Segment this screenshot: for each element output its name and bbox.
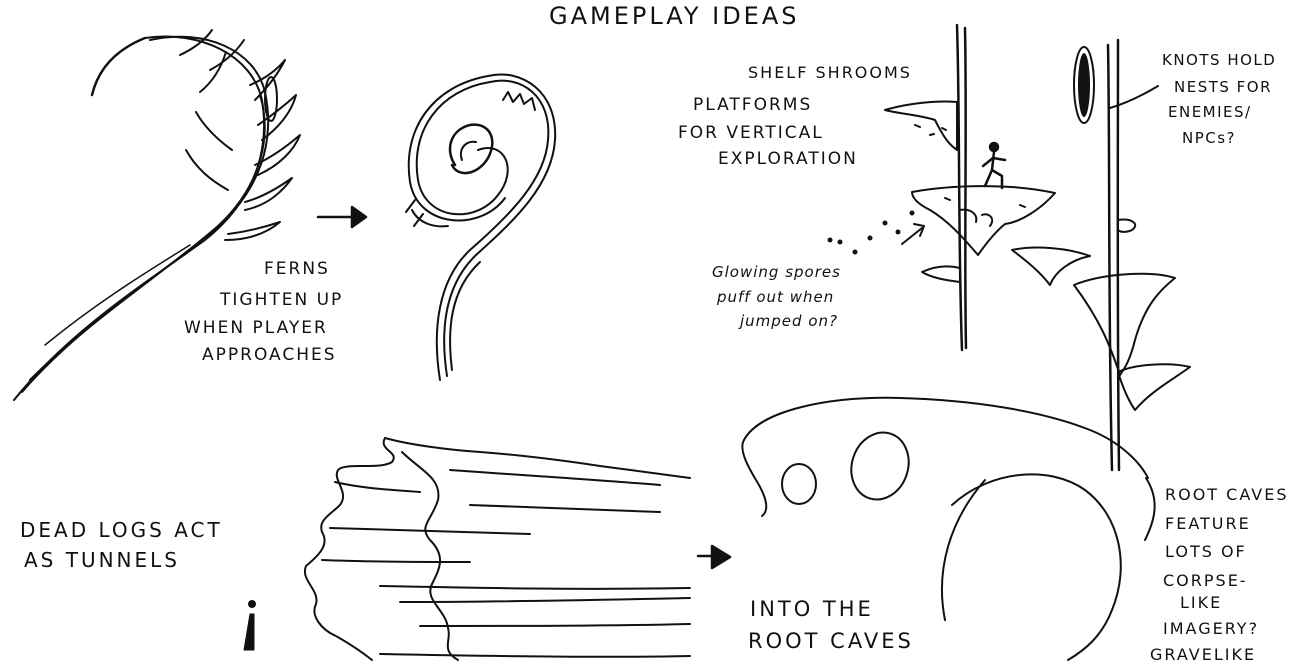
- note-line: AS TUNNELS: [24, 548, 180, 572]
- note-ferns: FERNS TIGHTEN UP WHEN PLAYER APPROACHES: [184, 259, 351, 365]
- note-line: FOR VERTICAL: [678, 123, 824, 143]
- fern-curled-drawing: [405, 73, 557, 381]
- note-root-caves: ROOT CAVES FEATURE LOTS OF CORPSE- LIKE …: [1150, 485, 1291, 664]
- shelf-shroom-small: [921, 265, 961, 283]
- note-shelf-shrooms: SHELF SHROOMS: [748, 63, 912, 82]
- note-line: CORPSE-: [1163, 571, 1248, 590]
- note-line: Glowing spores: [712, 263, 841, 281]
- note-line: GRAVELIKE: [1150, 645, 1256, 664]
- note-dead-logs: DEAD LOGS ACT AS TUNNELS: [20, 518, 232, 572]
- shelf-shroom-main: [911, 185, 1056, 256]
- note-line: FERNS: [264, 259, 330, 279]
- arrow-root-caves: [696, 544, 732, 570]
- note-line: INTO THE: [750, 597, 874, 621]
- tree-trunk-right: [1106, 38, 1121, 472]
- note-platforms: PLATFORMS FOR VERTICAL EXPLORATION: [678, 95, 858, 169]
- note-line: TIGHTEN UP: [219, 290, 343, 310]
- note-line: ROOT CAVES: [748, 629, 914, 653]
- shelf-shroom-top: [884, 100, 958, 151]
- fern-open-drawing: [13, 29, 301, 401]
- dead-log-tunnel: [303, 437, 691, 661]
- player-figure-small: [243, 600, 256, 651]
- note-line: NPCs?: [1182, 129, 1236, 147]
- knot-nest: [1073, 46, 1159, 124]
- note-line: APPROACHES: [202, 345, 337, 365]
- title-text: GAMEPLAY IDEAS: [549, 2, 800, 30]
- note-knots: KNOTS HOLD NESTS FOR ENEMIES/ NPCs?: [1162, 51, 1283, 147]
- player-figure: [981, 141, 1007, 190]
- note-line: LIKE: [1180, 593, 1222, 612]
- note-line: FEATURE: [1165, 514, 1251, 533]
- arrow-ferns: [316, 205, 368, 229]
- note-line: KNOTS HOLD: [1162, 51, 1276, 69]
- spores-burst: [827, 210, 925, 255]
- note-line: DEAD LOGS ACT: [20, 518, 223, 542]
- note-line: IMAGERY?: [1163, 619, 1259, 638]
- note-line: jumped on?: [738, 312, 838, 330]
- note-line: ROOT CAVES: [1165, 485, 1288, 504]
- root-cave: [741, 396, 1156, 661]
- note-line: NESTS FOR: [1174, 78, 1272, 96]
- shelf-shroom-large: [1073, 272, 1176, 376]
- shelf-shroom-bottom: [1117, 363, 1191, 411]
- note-line: LOTS OF: [1165, 542, 1247, 561]
- note-line: ENEMIES/: [1168, 103, 1252, 121]
- tree-knot-small: [1117, 218, 1137, 233]
- note-spores: Glowing spores puff out when jumped on?: [712, 263, 847, 330]
- note-line: puff out when: [716, 288, 834, 306]
- note-line: PLATFORMS: [693, 95, 812, 115]
- note-line: WHEN PLAYER: [184, 318, 328, 338]
- shelf-shroom-mid: [1011, 246, 1091, 286]
- note-line: EXPLORATION: [718, 149, 858, 169]
- note-into-root-caves: INTO THE ROOT CAVES: [748, 597, 914, 653]
